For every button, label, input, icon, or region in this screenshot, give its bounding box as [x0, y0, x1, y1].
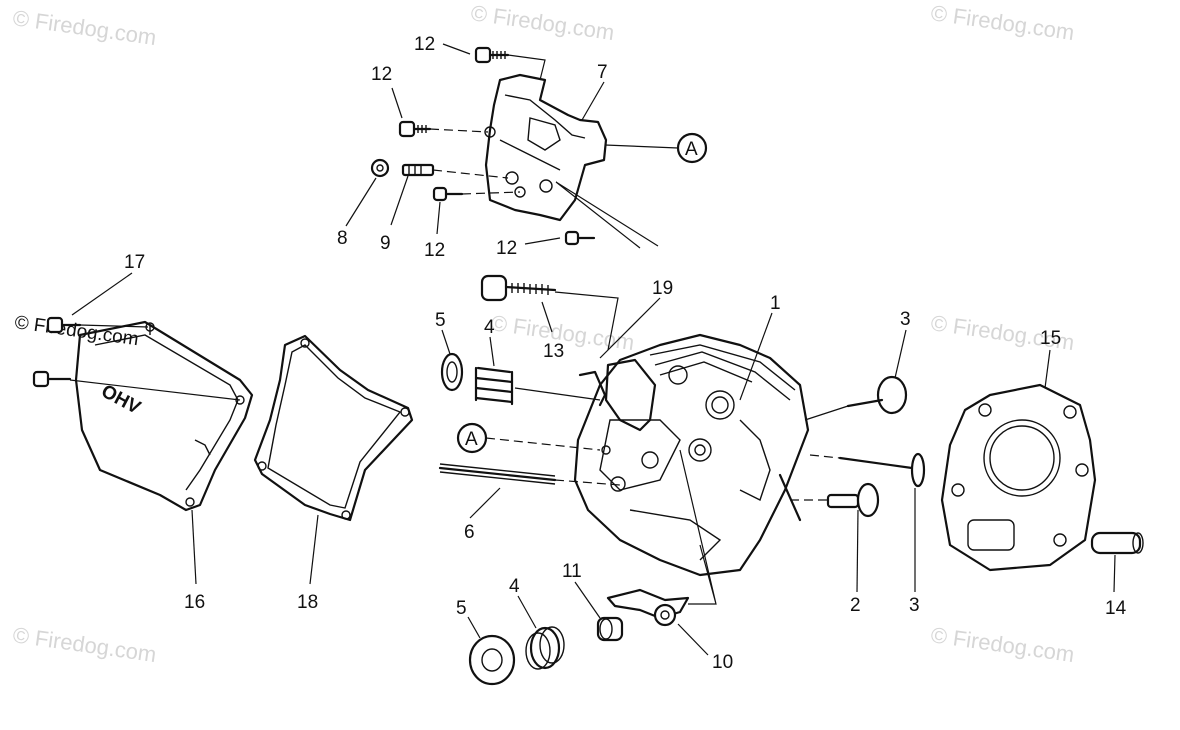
callout-8: 8: [337, 228, 348, 249]
callout-3: 3: [900, 309, 911, 330]
stud-9: [401, 163, 435, 177]
valve-guide-part-2: [790, 482, 880, 518]
reference-marker-a-top: A: [676, 132, 708, 164]
leader-lines: [71, 43, 1116, 656]
callout-12: 12: [371, 64, 392, 85]
bolt-12-lower: [432, 186, 464, 202]
cover-gasket-part-18: [253, 334, 414, 522]
head-bolt-part-13: [480, 274, 557, 302]
watermark: © Firedog.com: [929, 0, 1076, 45]
callout-18: 18: [297, 592, 318, 613]
callout-17: 17: [124, 252, 145, 273]
rocker-arm-part-10: [606, 588, 690, 627]
spring-retainer-part-5-lower: [468, 634, 516, 686]
valve-spring-part-4-lower: [525, 626, 565, 670]
pushrod-part-6: [438, 463, 557, 485]
callout-5: 5: [456, 598, 467, 619]
callout-14: 14: [1105, 598, 1127, 619]
reference-marker-text: A: [685, 139, 698, 160]
watermark: © Firedog.com: [11, 622, 158, 667]
callout-12: 12: [424, 240, 445, 261]
bolt-17-lower: [32, 370, 72, 388]
spring-seat-part-11: [596, 616, 624, 642]
valve-cover-part-16: OHV: [74, 320, 254, 512]
callout-10: 10: [712, 652, 733, 673]
callout-11: 11: [562, 561, 582, 582]
callout-12: 12: [414, 34, 435, 55]
callout-labels: 12 12 7 8 9 12 12 17 19 5 4 13 1 3 15 6 …: [124, 34, 1127, 673]
callout-1: 1: [770, 293, 781, 314]
watermark-overlay: © Firedog.com: [13, 312, 140, 350]
nut-8: [370, 158, 390, 178]
cylinder-head-part-1: [573, 333, 810, 577]
valve-part-3-lower: [809, 452, 926, 488]
head-gasket-part-15: [940, 383, 1097, 572]
reference-marker-a-left: A: [456, 422, 488, 454]
bolt-12-left: [398, 120, 432, 138]
watermark: © Firedog.com: [11, 5, 158, 50]
watermarks: © Firedog.com © Firedog.com © Firedog.co…: [11, 0, 1076, 667]
callout-4: 4: [484, 317, 495, 338]
bolt-17-upper: [46, 316, 82, 334]
callout-9: 9: [380, 233, 391, 254]
watermark: © Firedog.com: [929, 622, 1076, 667]
callout-3: 3: [909, 595, 920, 616]
callout-15: 15: [1040, 328, 1061, 349]
spring-retainer-part-5-upper: [440, 352, 464, 392]
callout-12: 12: [496, 238, 517, 259]
callout-2: 2: [850, 595, 861, 616]
callout-19: 19: [652, 278, 673, 299]
callout-6: 6: [464, 522, 475, 543]
bolt-12-right: [564, 230, 596, 246]
valve-spring-part-4-upper: [474, 366, 514, 406]
dowel-pin-part-14: [1090, 531, 1144, 555]
callout-7: 7: [597, 62, 608, 83]
guide-plate-part-19: [599, 297, 661, 432]
watermark: © Firedog.com: [469, 0, 616, 45]
valve-part-3-upper: [804, 375, 908, 421]
rocker-bracket-part-7: [484, 73, 608, 222]
bolt-12-top: [474, 46, 510, 64]
reference-marker-text: A: [465, 429, 478, 450]
callout-16: 16: [184, 592, 205, 613]
callout-13: 13: [543, 341, 564, 362]
callout-5: 5: [435, 310, 446, 331]
callout-4: 4: [509, 576, 520, 597]
